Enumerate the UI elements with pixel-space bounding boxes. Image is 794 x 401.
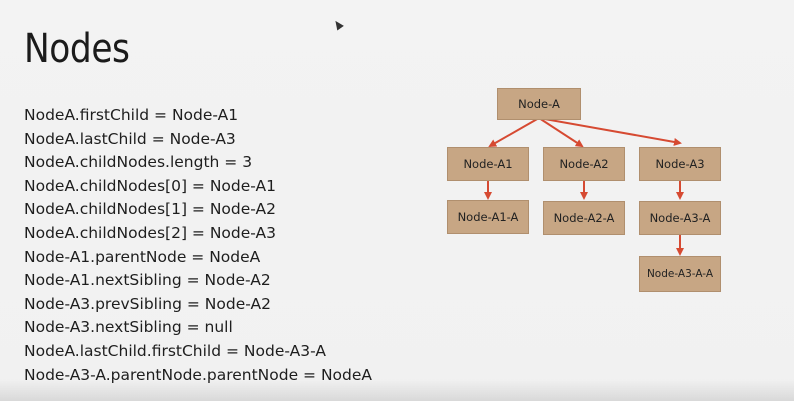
property-line: NodeA.childNodes[1] = Node-A2 — [24, 200, 277, 219]
arrow-root-to-a2 — [538, 117, 584, 148]
property-line: Node-A1.parentNode = NodeA — [24, 247, 261, 266]
node-box-a3a: Node-A3-A — [639, 201, 721, 235]
property-line: NodeA.childNodes.length = 3 — [24, 153, 253, 172]
property-line: NodeA.childNodes[2] = Node-A3 — [24, 223, 277, 242]
node-box-a3aa: Node-A3-A-A — [639, 256, 721, 292]
bottom-shade — [0, 379, 794, 401]
slide-title: Nodes — [24, 26, 130, 72]
property-line: NodeA.lastChild = Node-A3 — [24, 129, 236, 148]
property-line: Node-A3-A.parentNode.parentNode = NodeA — [24, 365, 373, 384]
property-list: NodeA.firstChild = Node-A1 NodeA.lastChi… — [24, 104, 372, 387]
node-box-a1: Node-A1 — [447, 147, 529, 181]
property-line: Node-A1.nextSibling = Node-A2 — [24, 271, 271, 290]
arrow-root-to-a1 — [488, 117, 540, 147]
node-box-a2a: Node-A2-A — [543, 201, 625, 235]
property-line: NodeA.childNodes[0] = Node-A1 — [24, 176, 277, 195]
node-box-root: Node-A — [497, 88, 581, 120]
property-line: NodeA.lastChild.firstChild = Node-A3-A — [24, 341, 326, 360]
property-line: Node-A3.nextSibling = null — [24, 318, 233, 337]
node-box-a2: Node-A2 — [543, 147, 625, 181]
node-box-a1a: Node-A1-A — [447, 200, 529, 234]
property-line: Node-A3.prevSibling = Node-A2 — [24, 294, 271, 313]
property-line: NodeA.firstChild = Node-A1 — [24, 106, 239, 124]
arrow-root-to-a3 — [538, 117, 682, 146]
node-box-a3: Node-A3 — [639, 147, 721, 181]
